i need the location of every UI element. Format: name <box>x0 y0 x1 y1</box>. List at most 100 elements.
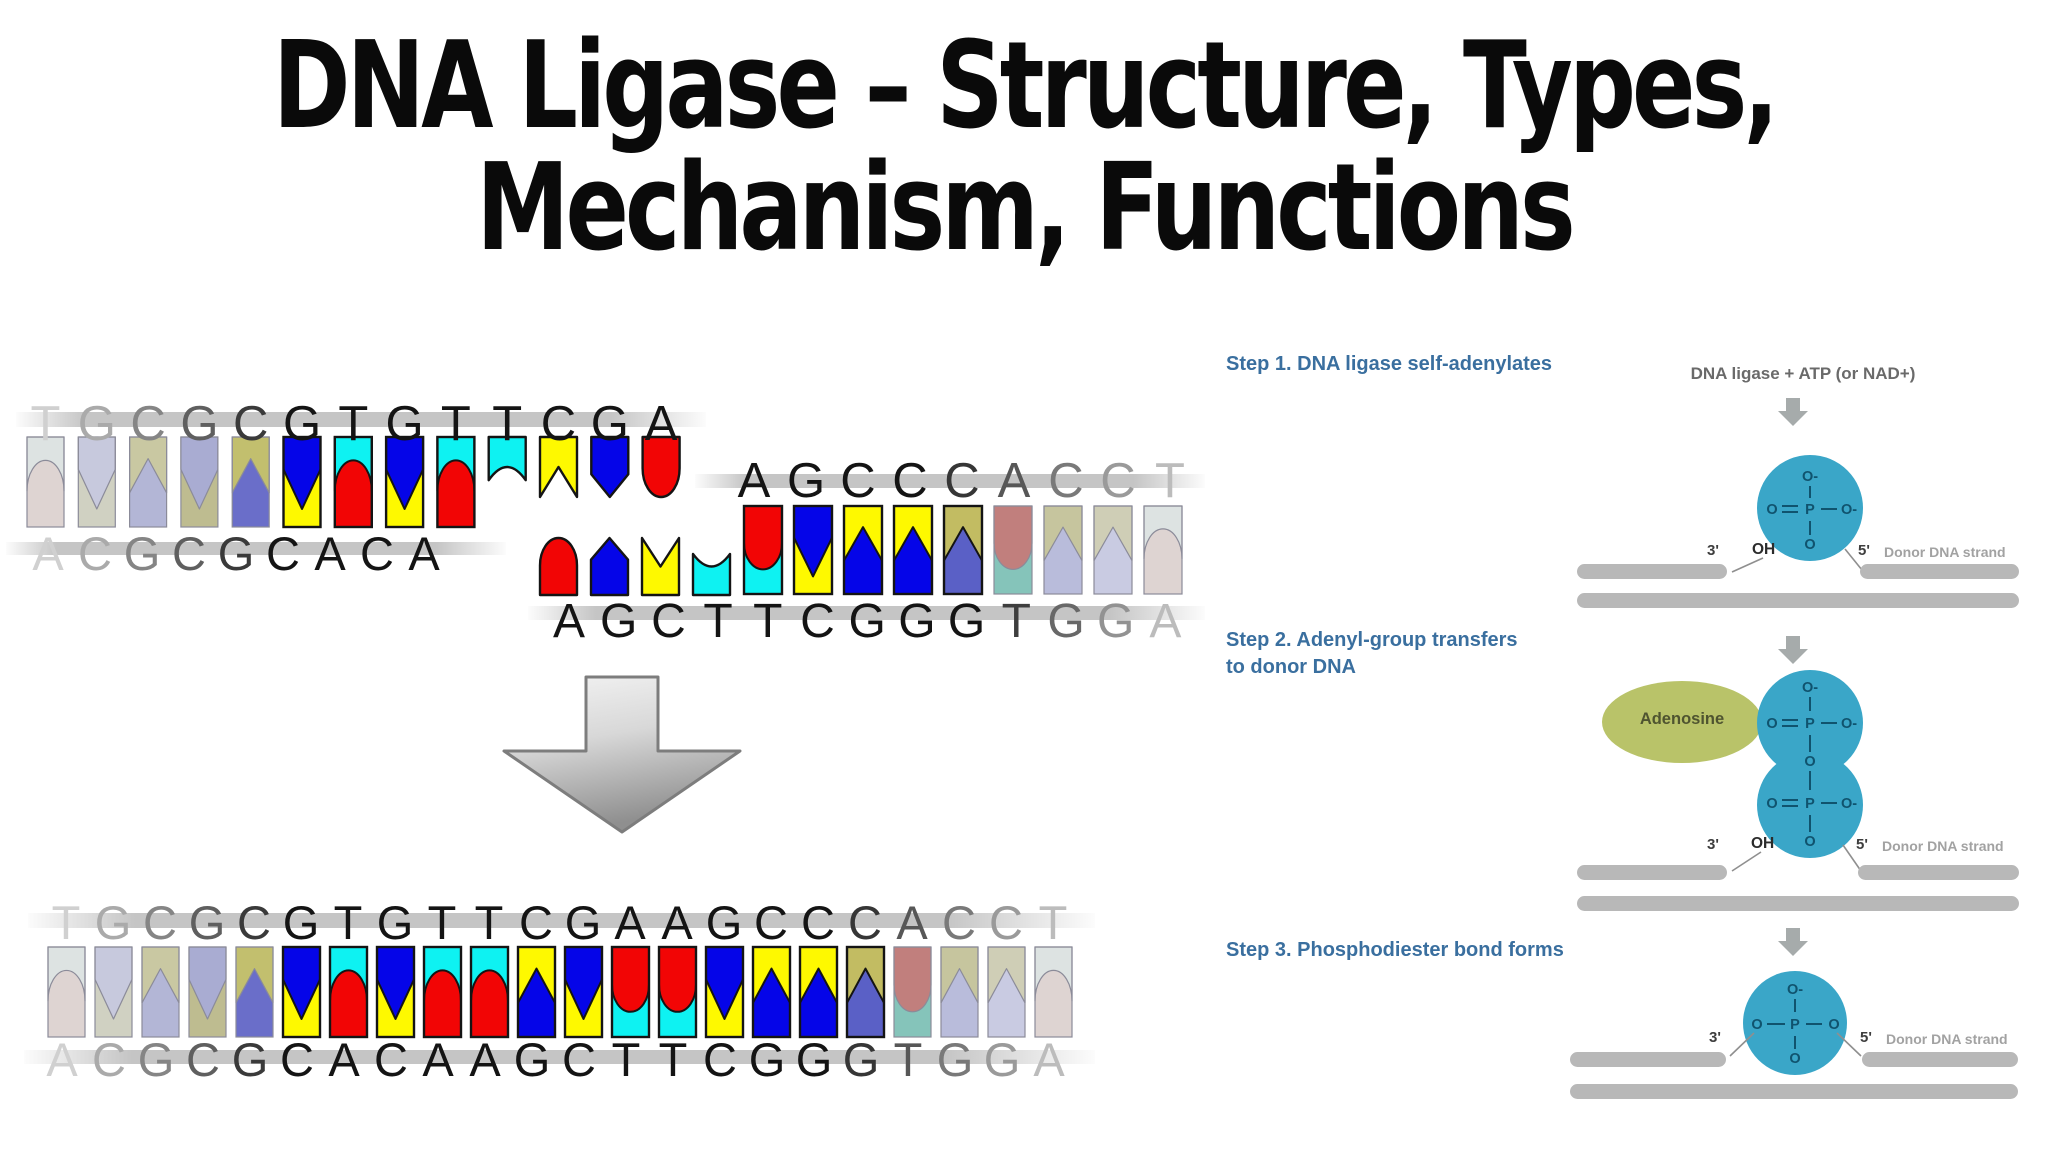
svg-text:G: G <box>706 896 743 949</box>
svg-text:C: C <box>942 896 976 949</box>
adenosine-label: Adenosine <box>1639 710 1725 728</box>
svg-text:C: C <box>541 397 576 451</box>
svg-text:G: G <box>796 1033 833 1086</box>
oh-label: OH <box>1752 541 1776 558</box>
atp-header: DNA ligase + ATP (or NAD+) <box>1690 364 1916 383</box>
svg-text:T: T <box>428 896 457 949</box>
svg-text:C: C <box>989 896 1023 949</box>
three-prime-label: 3' <box>1709 1029 1721 1046</box>
svg-text:P: P <box>1805 796 1815 812</box>
svg-text:O: O <box>1804 834 1815 850</box>
svg-text:T: T <box>441 397 471 451</box>
five-prime-label: 5' <box>1858 542 1870 559</box>
svg-text:C: C <box>143 896 177 949</box>
svg-text:A: A <box>998 454 1031 508</box>
svg-text:G: G <box>386 397 424 451</box>
svg-text:O: O <box>1804 537 1815 553</box>
svg-text:O: O <box>1766 502 1777 518</box>
svg-text:T: T <box>612 1033 641 1086</box>
svg-text:C: C <box>519 896 553 949</box>
svg-text:T: T <box>1155 454 1185 508</box>
svg-text:A: A <box>1033 1033 1065 1086</box>
svg-text:C: C <box>266 527 300 580</box>
svg-text:O-: O- <box>1787 982 1803 998</box>
svg-text:C: C <box>374 1033 408 1086</box>
svg-text:A: A <box>614 896 646 949</box>
svg-text:C: C <box>754 896 788 949</box>
svg-text:A: A <box>408 527 440 580</box>
svg-text:G: G <box>1047 595 1084 648</box>
five-prime-label: 5' <box>1856 836 1868 853</box>
svg-text:C: C <box>92 1033 126 1086</box>
adenosine-ellipse <box>1602 681 1762 763</box>
svg-text:A: A <box>328 1033 360 1086</box>
svg-text:C: C <box>703 1033 737 1086</box>
svg-text:C: C <box>360 527 394 580</box>
svg-text:G: G <box>843 1033 880 1086</box>
svg-text:G: G <box>898 595 935 648</box>
svg-text:O: O <box>1766 796 1777 812</box>
svg-text:G: G <box>180 397 218 451</box>
svg-text:T: T <box>1002 595 1031 648</box>
svg-text:A: A <box>46 1033 78 1086</box>
svg-text:A: A <box>469 1033 501 1086</box>
svg-text:P: P <box>1805 502 1815 518</box>
svg-text:G: G <box>1097 595 1134 648</box>
svg-text:G: G <box>138 1033 175 1086</box>
svg-text:C: C <box>800 595 835 648</box>
svg-text:C: C <box>944 454 979 508</box>
svg-text:O-: O- <box>1841 502 1857 518</box>
svg-text:O-: O- <box>1802 680 1818 696</box>
svg-text:C: C <box>172 527 206 580</box>
svg-text:G: G <box>565 896 602 949</box>
step2-label: Step 2. Adenyl-group transfers to donor … <box>1226 629 1518 678</box>
svg-text:C: C <box>280 1033 314 1086</box>
svg-text:A: A <box>314 527 346 580</box>
down-arrow-icon <box>1778 398 1808 426</box>
svg-text:C: C <box>1100 454 1135 508</box>
svg-text:C: C <box>892 454 927 508</box>
svg-text:P: P <box>1805 716 1815 732</box>
step1-label: Step 1. DNA ligase self-adenylates <box>1226 353 1553 375</box>
ligation-arrow-icon <box>502 675 742 834</box>
page-title: DNA Ligase – Structure, Types, Mechanism… <box>225 17 1822 271</box>
three-prime-label: 3' <box>1707 836 1719 853</box>
svg-text:T: T <box>753 595 782 648</box>
svg-text:O-: O- <box>1841 796 1857 812</box>
svg-text:G: G <box>283 896 320 949</box>
svg-text:O: O <box>1804 754 1815 770</box>
svg-text:O-: O- <box>1802 469 1818 485</box>
svg-text:A: A <box>661 896 693 949</box>
svg-text:G: G <box>514 1033 551 1086</box>
svg-text:C: C <box>237 896 271 949</box>
svg-text:A: A <box>553 595 585 648</box>
oh-label: OH <box>1751 835 1775 852</box>
svg-text:A: A <box>32 527 64 580</box>
donor-strand-label: Donor DNA strand <box>1884 544 2006 560</box>
svg-text:G: G <box>283 397 321 451</box>
svg-text:P: P <box>1790 1017 1800 1033</box>
svg-text:A: A <box>896 896 928 949</box>
svg-text:G: G <box>749 1033 786 1086</box>
svg-text:A: A <box>738 454 771 508</box>
svg-text:A: A <box>645 397 678 451</box>
down-arrow-icon <box>1778 636 1808 664</box>
svg-text:T: T <box>475 896 504 949</box>
svg-text:A: A <box>1149 595 1181 648</box>
svg-text:G: G <box>78 397 116 451</box>
svg-text:C: C <box>801 896 835 949</box>
svg-text:T: T <box>1039 896 1068 949</box>
svg-text:G: G <box>189 896 226 949</box>
svg-text:C: C <box>840 454 875 508</box>
svg-text:T: T <box>334 896 363 949</box>
svg-text:G: G <box>948 595 985 648</box>
svg-text:T: T <box>338 397 368 451</box>
svg-text:G: G <box>95 896 132 949</box>
svg-text:C: C <box>1048 454 1083 508</box>
svg-text:T: T <box>703 595 732 648</box>
title-line-1: DNA Ligase – Structure, Types, <box>272 17 1779 156</box>
